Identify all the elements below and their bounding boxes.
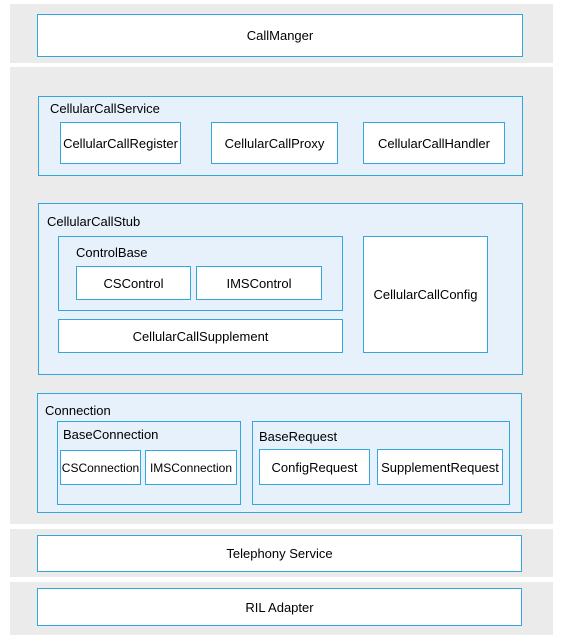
cs-control-label: CSControl: [103, 275, 164, 291]
ril-adapter-label: RIL Adapter: [245, 599, 314, 615]
ims-control-box: IMSControl: [196, 266, 322, 300]
telephony-service-label: Telephony Service: [226, 546, 333, 561]
cellular-call-proxy-label: CellularCallProxy: [224, 135, 325, 151]
base-connection-title: BaseConnection: [63, 427, 159, 442]
cellular-call-proxy-box: CellularCallProxy: [211, 122, 338, 164]
config-request-box: ConfigRequest: [259, 449, 370, 485]
ril-adapter-box: RIL Adapter: [37, 588, 522, 626]
cellular-call-stub-title: CellularCallStub: [47, 214, 141, 229]
supplement-request-box: SupplementRequest: [377, 449, 503, 485]
cellular-call-config-label: CellularCallConfig: [373, 287, 478, 302]
cellular-call-service-title: CellularCallService: [50, 101, 160, 116]
cellular-call-handler-label: CellularCallHandler: [378, 135, 490, 151]
cellular-call-supplement-box: CellularCallSupplement: [58, 319, 343, 353]
cellular-call-supplement-label: CellularCallSupplement: [132, 328, 269, 344]
cs-control-box: CSControl: [76, 266, 191, 300]
ims-control-label: IMSControl: [226, 275, 292, 291]
callmanager-box: CallManger: [37, 14, 523, 57]
supplement-request-label: SupplementRequest: [381, 459, 499, 475]
cs-connection-box: CSConnection: [60, 450, 141, 485]
cs-connection-label: CSConnection: [61, 460, 140, 475]
cellular-call-handler-box: CellularCallHandler: [363, 122, 505, 164]
cellular-call-register-box: CellularCallRegister: [60, 122, 181, 164]
ims-connection-label: IMSConnection: [149, 460, 233, 475]
cellular-call-config-box: CellularCallConfig: [363, 236, 488, 353]
config-request-label: ConfigRequest: [271, 459, 358, 475]
callmanager-label: CallManger: [246, 28, 314, 43]
telephony-service-box: Telephony Service: [37, 535, 522, 572]
cellular-call-register-label: CellularCallRegister: [63, 135, 178, 151]
ims-connection-box: IMSConnection: [145, 450, 237, 485]
connection-title: Connection: [45, 403, 111, 418]
base-request-title: BaseRequest: [259, 429, 338, 444]
control-base-title: ControlBase: [76, 245, 148, 260]
